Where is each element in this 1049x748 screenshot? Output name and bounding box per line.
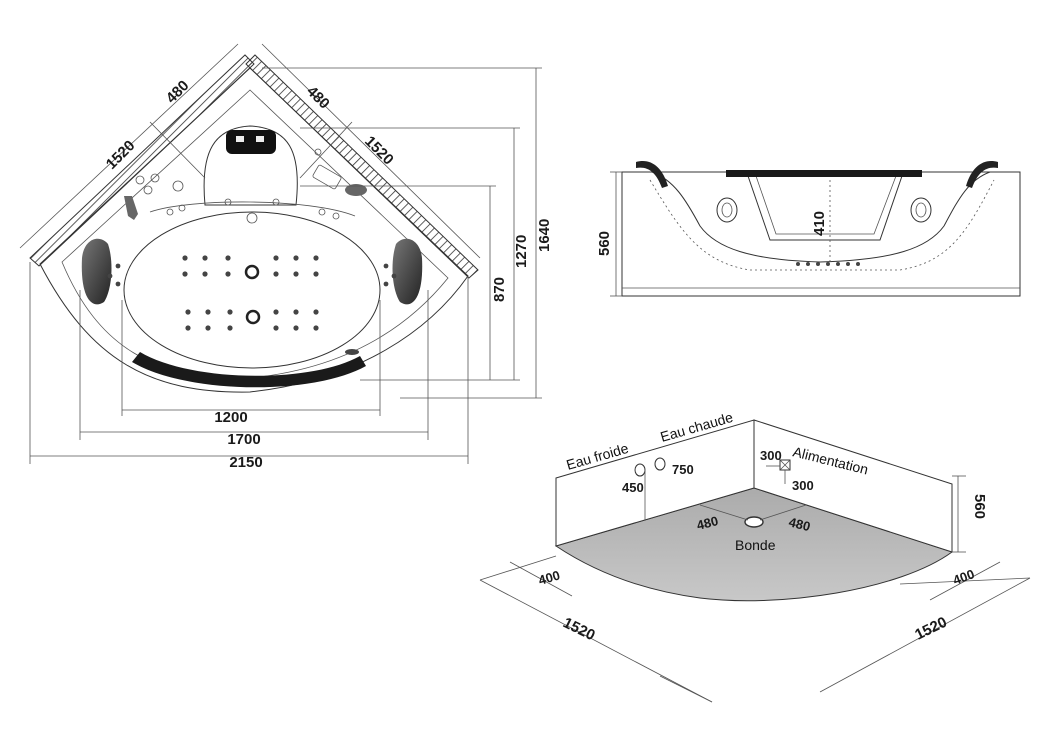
dim-install-300-y: 300 — [792, 478, 814, 493]
tap-icon — [124, 196, 138, 220]
side-view-handle-left — [636, 161, 668, 188]
dim-install-400-right: 400 — [951, 566, 977, 588]
rim-jets — [107, 148, 397, 355]
headrest-top — [203, 125, 298, 206]
control-panel — [226, 130, 276, 154]
dim-install-560: 560 — [971, 494, 988, 519]
side-view-dotted-basin — [649, 179, 995, 271]
dim-side-410: 410 — [811, 211, 828, 236]
side-view-headrest — [726, 170, 922, 177]
side-view: 560 410 — [596, 161, 1021, 297]
dim-install-480-left: 480 — [695, 513, 720, 533]
dim-install-1520-left: 1520 — [560, 614, 597, 644]
dim-top-1700: 1700 — [227, 431, 260, 448]
side-view-jets — [796, 262, 860, 266]
dim-top-480-left: 480 — [163, 77, 193, 107]
dim-install-400-left: 400 — [537, 567, 562, 587]
dim-install-450: 450 — [622, 480, 644, 495]
install-view: Eau froide Eau chaude Alimentation Bonde… — [479, 409, 1031, 703]
tub-outer-shell — [39, 67, 469, 393]
dim-side-560: 560 — [596, 231, 613, 256]
drain-icon — [744, 516, 764, 528]
jets-upper — [182, 255, 319, 280]
top-view: 480 480 1520 1520 1200 1700 2150 870 127… — [19, 43, 553, 471]
dim-install-480-right: 480 — [787, 514, 812, 534]
label-drain: Bonde — [735, 537, 776, 553]
side-view-handle-right — [966, 161, 998, 188]
tub-basin — [123, 211, 381, 369]
dim-top-2150: 2150 — [229, 454, 262, 471]
front-step — [132, 352, 366, 388]
install-floor — [554, 487, 954, 602]
jets-lower — [185, 309, 319, 331]
dim-top-1200: 1200 — [214, 409, 247, 426]
top-view-dim-lines — [19, 43, 542, 464]
dim-install-300-x: 300 — [760, 448, 782, 463]
dim-top-1640: 1640 — [536, 219, 553, 252]
pillow-right-icon — [392, 238, 423, 305]
dim-top-1270: 1270 — [513, 235, 530, 268]
pillow-left-icon — [81, 238, 112, 305]
dim-install-1520-right: 1520 — [912, 614, 949, 644]
hot-water-valve-icon — [654, 457, 666, 471]
dim-install-750: 750 — [672, 462, 694, 477]
side-view-basin-profile — [651, 171, 991, 263]
top-view-walls — [29, 54, 479, 279]
dim-top-870: 870 — [491, 277, 508, 302]
